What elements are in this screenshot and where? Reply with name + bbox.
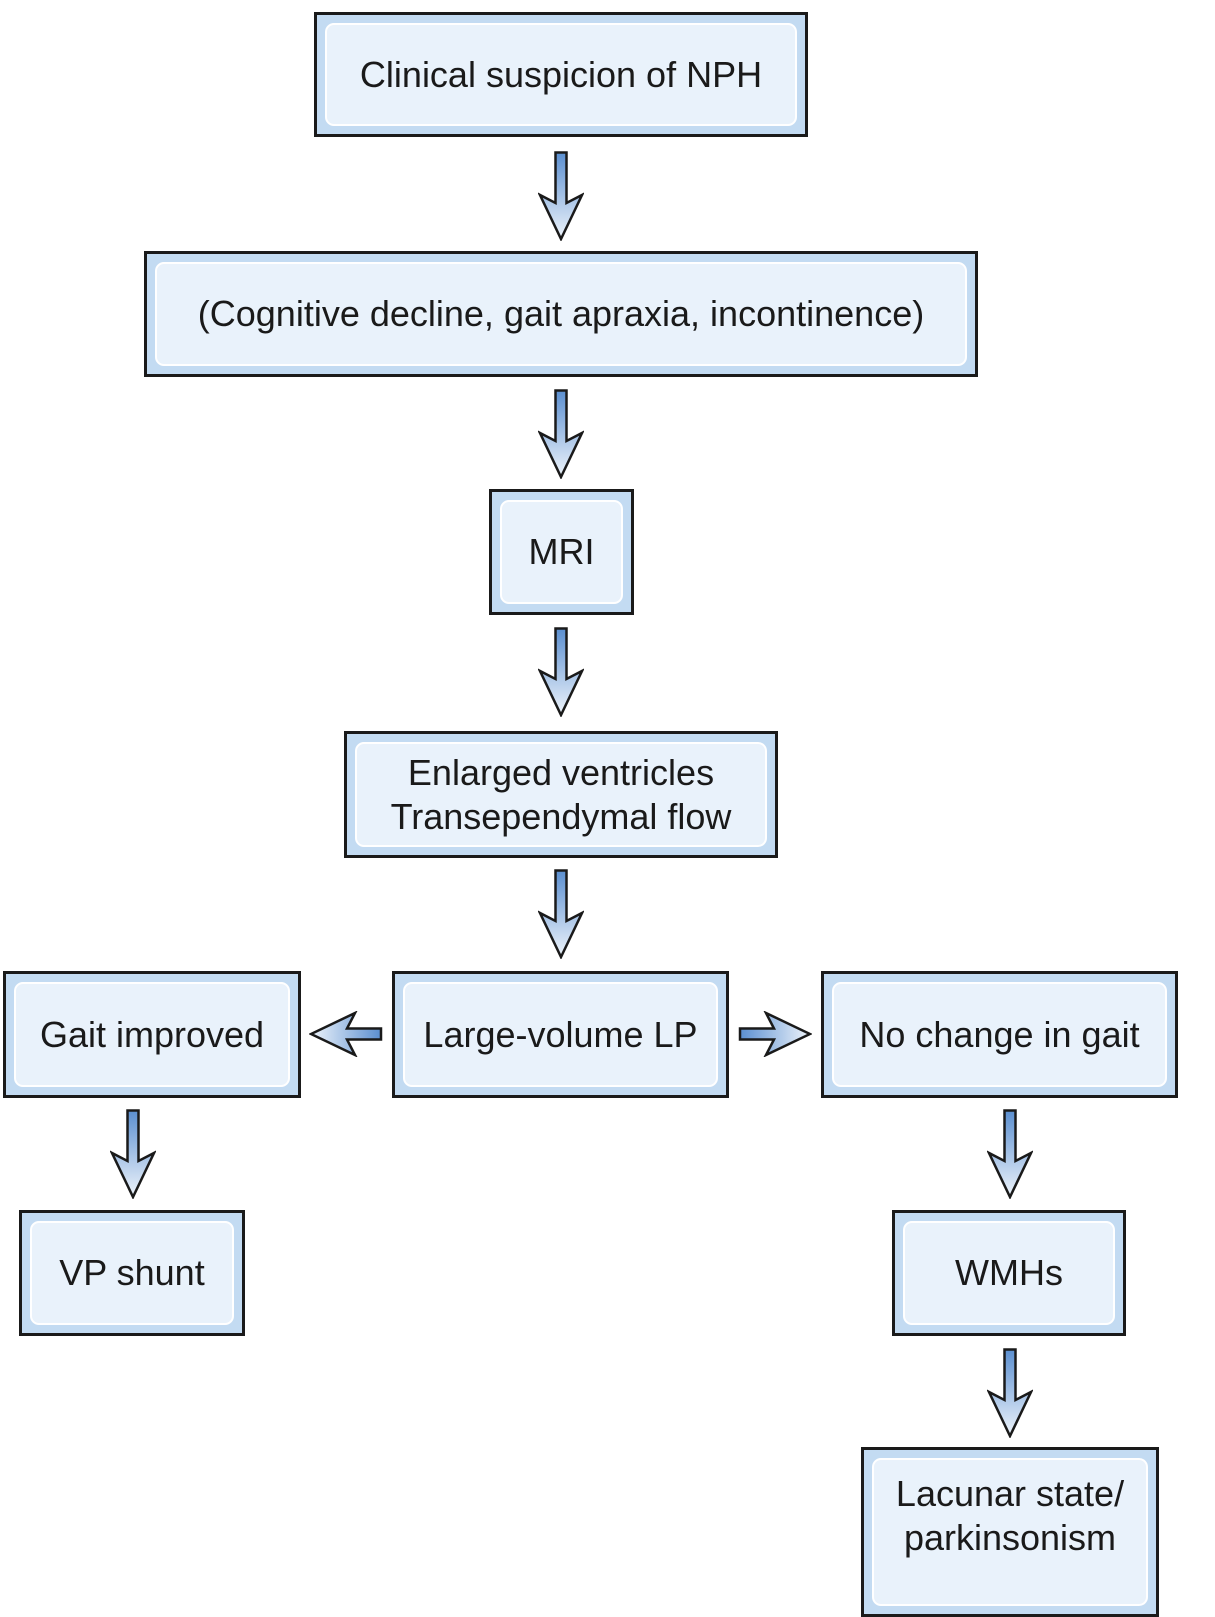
node-label-line2: Transependymal flow <box>390 795 732 837</box>
node-label-line1: Lacunar state/ <box>895 1473 1125 1514</box>
arrow-down-icon <box>538 389 584 479</box>
node-label: No change in gait <box>859 1013 1140 1055</box>
node-label: Gait improved <box>39 1013 265 1055</box>
node-label: Clinical suspicion of NPH <box>359 53 763 95</box>
arrow-right-icon <box>738 1011 812 1057</box>
node-label: VP shunt <box>59 1252 205 1293</box>
node-label: WMHs <box>955 1252 1063 1293</box>
arrow-down-icon <box>987 1348 1033 1438</box>
node-label: Large-volume LP <box>423 1013 698 1055</box>
node-label: (Cognitive decline, gait apraxia, incont… <box>197 293 925 334</box>
arrow-down-icon <box>987 1109 1033 1199</box>
node-symptoms: (Cognitive decline, gait apraxia, incont… <box>144 251 978 377</box>
node-mri: MRI <box>489 489 634 615</box>
arrow-down-icon <box>110 1109 156 1199</box>
node-clinical-suspicion: Clinical suspicion of NPH <box>314 12 808 137</box>
node-mri-findings: Enlarged ventricles Transependymal flow <box>344 731 778 858</box>
node-no-change-in-gait: No change in gait <box>821 971 1178 1098</box>
node-large-volume-lp: Large-volume LP <box>392 971 729 1098</box>
node-gait-improved: Gait improved <box>3 971 301 1098</box>
node-vp-shunt: VP shunt <box>19 1210 245 1336</box>
arrow-down-icon <box>538 151 584 241</box>
arrow-down-icon <box>538 869 584 959</box>
node-lacunar-state: Lacunar state/ parkinsonism <box>861 1447 1159 1617</box>
arrow-down-icon <box>538 627 584 717</box>
node-label-line2: parkinsonism <box>903 1517 1117 1558</box>
node-label: MRI <box>528 531 595 572</box>
arrow-left-icon <box>309 1011 383 1057</box>
node-label-line1: Enlarged ventricles <box>407 751 715 793</box>
node-wmhs: WMHs <box>892 1210 1126 1336</box>
